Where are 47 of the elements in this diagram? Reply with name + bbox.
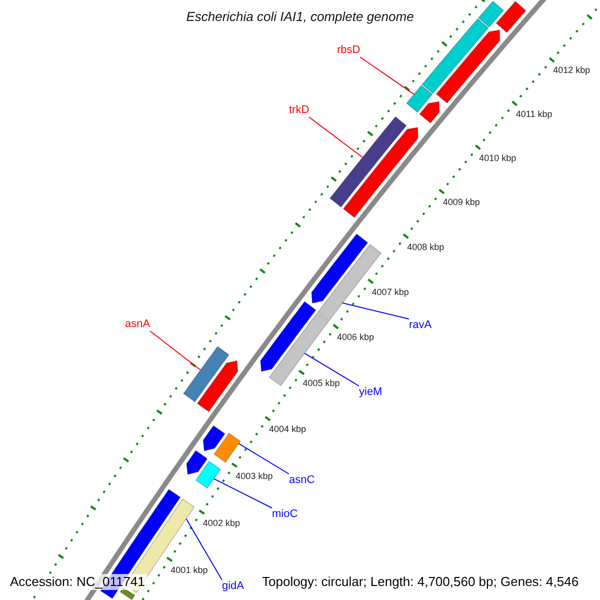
tick-label: 4010 kbp <box>479 152 516 163</box>
tick-label: 4001 kbp <box>170 564 208 575</box>
tick-label: 4012 kbp <box>553 65 590 76</box>
genome-info: Accession: NC_011741 <box>8 574 147 590</box>
gene-block <box>329 116 407 208</box>
tick-label: 4011 kbp <box>516 108 552 119</box>
tick-label: 4003 kbp <box>236 470 273 481</box>
tick-label: 4007 kbp <box>372 286 409 297</box>
gene-block <box>214 432 241 463</box>
tick-label: 4006 kbp <box>337 332 374 342</box>
gene-block <box>311 233 368 304</box>
gene-label: yieM <box>359 386 382 399</box>
gene-block <box>260 301 316 372</box>
gene-label: ravA <box>409 319 432 332</box>
leader-line <box>150 330 201 370</box>
gene-block <box>196 360 238 412</box>
gene-block <box>202 425 226 452</box>
tick-label: 4005 kbp <box>302 378 340 388</box>
title: Escherichia coli IAI1, complete genome <box>186 9 414 24</box>
leader-line <box>238 443 290 474</box>
gene-block <box>182 346 230 402</box>
gene-block <box>436 30 500 104</box>
gene-block <box>422 18 489 94</box>
gene-block <box>478 0 504 28</box>
tick-label: 4009 kbp <box>442 196 480 207</box>
gene-block <box>419 101 440 124</box>
leader-line <box>214 478 272 508</box>
gene-label: gidA <box>222 580 244 593</box>
gene-block <box>406 84 433 113</box>
gene-block <box>186 450 208 475</box>
genome-info: Topology: circular; Length: 4,700,560 bp; Genes: 4,546 <box>260 574 581 590</box>
leader-line <box>342 302 410 320</box>
tick-label: 4004 kbp <box>268 424 306 434</box>
leader-line <box>186 518 222 580</box>
gene-label: asnC <box>289 474 315 487</box>
leader-line <box>304 352 360 386</box>
gene-label: trkD <box>289 104 310 117</box>
gene-label: asnA <box>125 318 150 331</box>
gene-label: rbsD <box>337 44 360 57</box>
tick-label: 4008 kbp <box>407 242 444 252</box>
gene-label: mioC <box>272 508 298 521</box>
leader-line <box>360 56 414 95</box>
leader-line <box>308 116 364 158</box>
gene-block <box>195 460 222 489</box>
gene-block <box>496 0 526 34</box>
gene-block <box>342 127 418 218</box>
tick-label: 4002 kbp <box>202 518 240 528</box>
